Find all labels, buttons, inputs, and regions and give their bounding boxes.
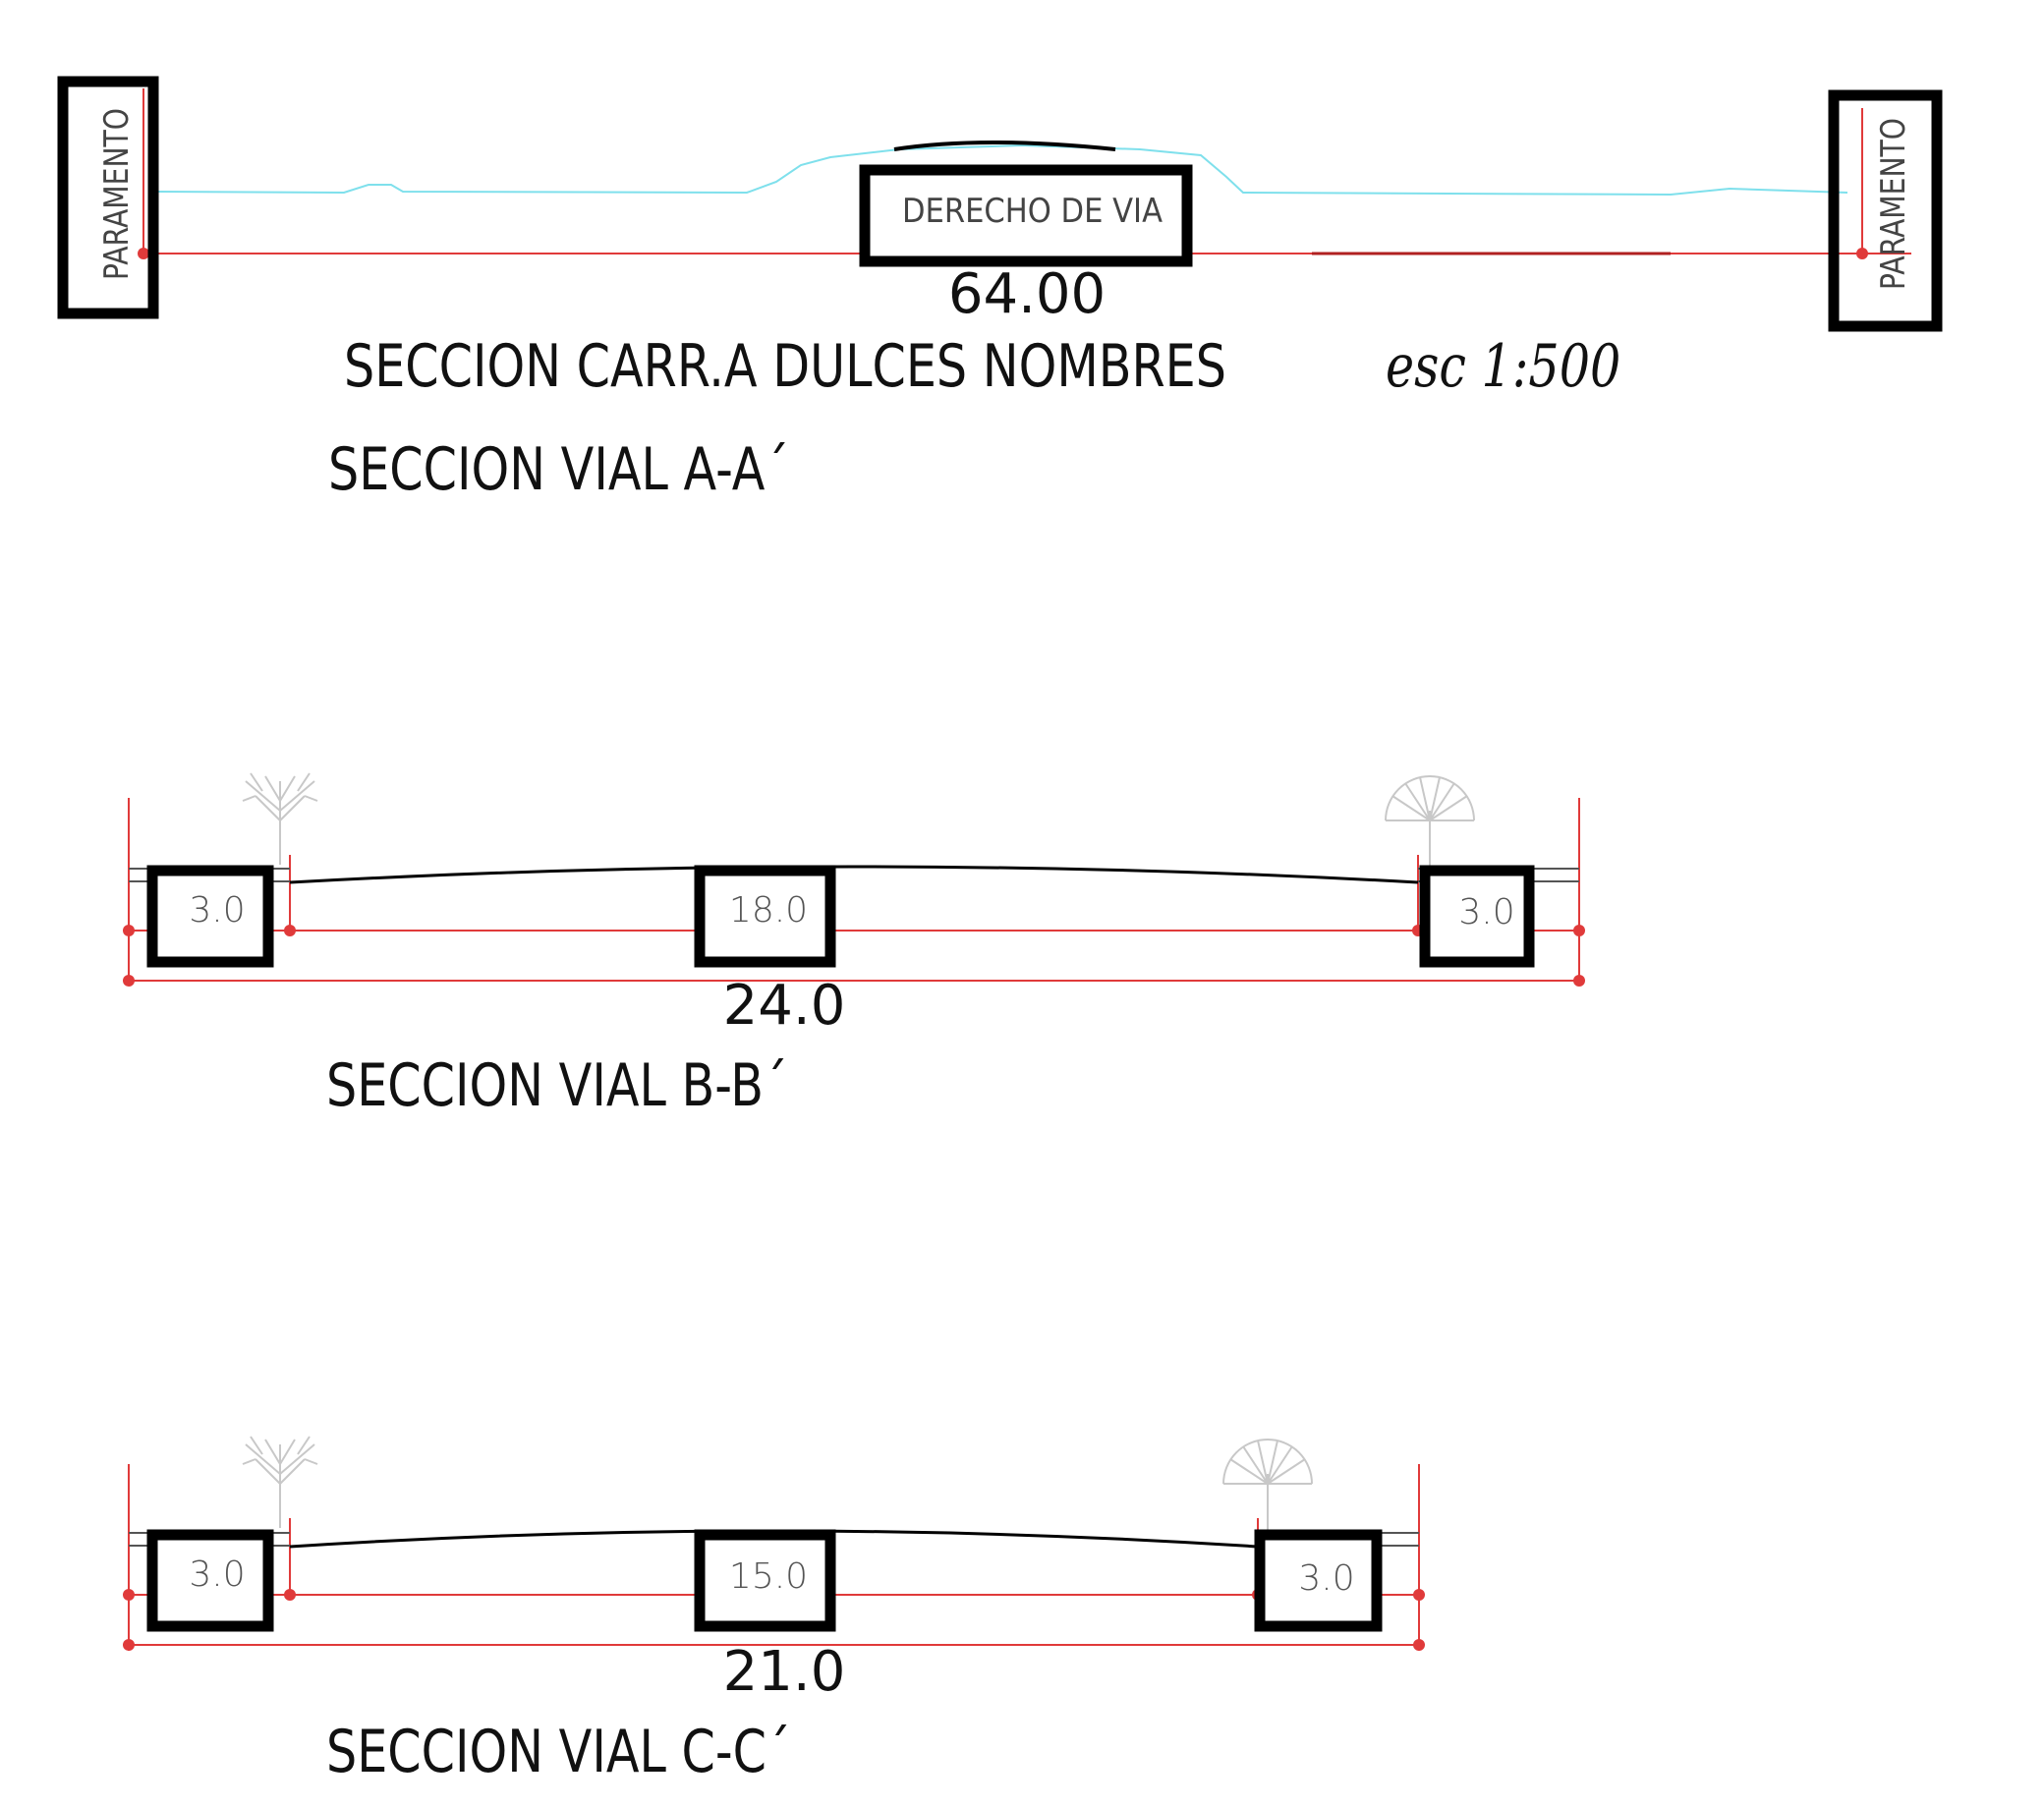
segment-label-center: 15.0 [729, 1556, 808, 1597]
dimension-dot [284, 925, 296, 936]
segment-label-left: 3.0 [189, 890, 245, 931]
road-crown-arc [893, 141, 1116, 151]
segment-frame-left [146, 865, 274, 968]
dimension-dot [123, 1589, 135, 1601]
title-carretera: SECCION CARR.A DULCES NOMBRES [344, 331, 1226, 400]
palm-tree-icon [1385, 775, 1475, 870]
section-b: 3.0 18.0 3.0 24.0 SECCION VIAL B-B´ [123, 772, 1585, 1119]
dimension-dot [1413, 1589, 1425, 1601]
title-section-b: SECCION VIAL B-B´ [326, 1050, 788, 1119]
segment-frame-left [146, 1529, 274, 1632]
segment-frame-center [694, 1529, 836, 1632]
paramento-left-frame [57, 76, 159, 319]
segment-frame-right [1254, 1529, 1383, 1632]
section-carretera: PARAMENTO PARAMENTO DERECHO DE VIA 64.00… [57, 76, 1943, 400]
segment-label-right: 3.0 [1298, 1558, 1354, 1599]
bare-tree-icon [242, 1436, 318, 1528]
dimension-dot [1573, 925, 1585, 936]
section-a: SECCION VIAL A-A´ [328, 434, 789, 503]
section-c: 3.0 15.0 3.0 21.0 SECCION VIAL C-C´ [123, 1436, 1425, 1785]
segment-frame-center [694, 865, 836, 968]
title-section-c: SECCION VIAL C-C´ [326, 1717, 791, 1785]
total-width-b: 24.0 [723, 974, 846, 1038]
road-crown [289, 865, 1419, 884]
dimension-dot-left [138, 248, 149, 259]
total-width-c: 21.0 [723, 1640, 846, 1704]
segment-label-right: 3.0 [1458, 892, 1514, 932]
paramento-right-frame [1828, 89, 1943, 332]
dimension-dot [1573, 975, 1585, 987]
segment-frame-right [1419, 865, 1535, 968]
dimension-dot [1413, 1639, 1425, 1651]
derecho-de-via-label: DERECHO DE VIA [902, 192, 1163, 231]
title-section-a: SECCION VIAL A-A´ [328, 434, 789, 503]
dimension-dot-right [1856, 248, 1868, 259]
derecho-de-via-frame [859, 164, 1193, 267]
paramento-right-label: PARAMENTO [1874, 118, 1913, 290]
bare-tree-icon [242, 772, 318, 865]
dimension-dot [123, 975, 135, 987]
segment-label-left: 3.0 [189, 1554, 245, 1595]
total-width-carretera: 64.00 [948, 262, 1106, 326]
dimension-dot [123, 1639, 135, 1651]
dimension-dot [123, 925, 135, 936]
palm-tree-icon [1222, 1439, 1313, 1533]
paramento-left-label: PARAMENTO [97, 108, 137, 280]
dimension-dot [284, 1589, 296, 1601]
title-carretera-scale: esc 1:500 [1386, 331, 1620, 400]
segment-label-center: 18.0 [729, 890, 808, 931]
